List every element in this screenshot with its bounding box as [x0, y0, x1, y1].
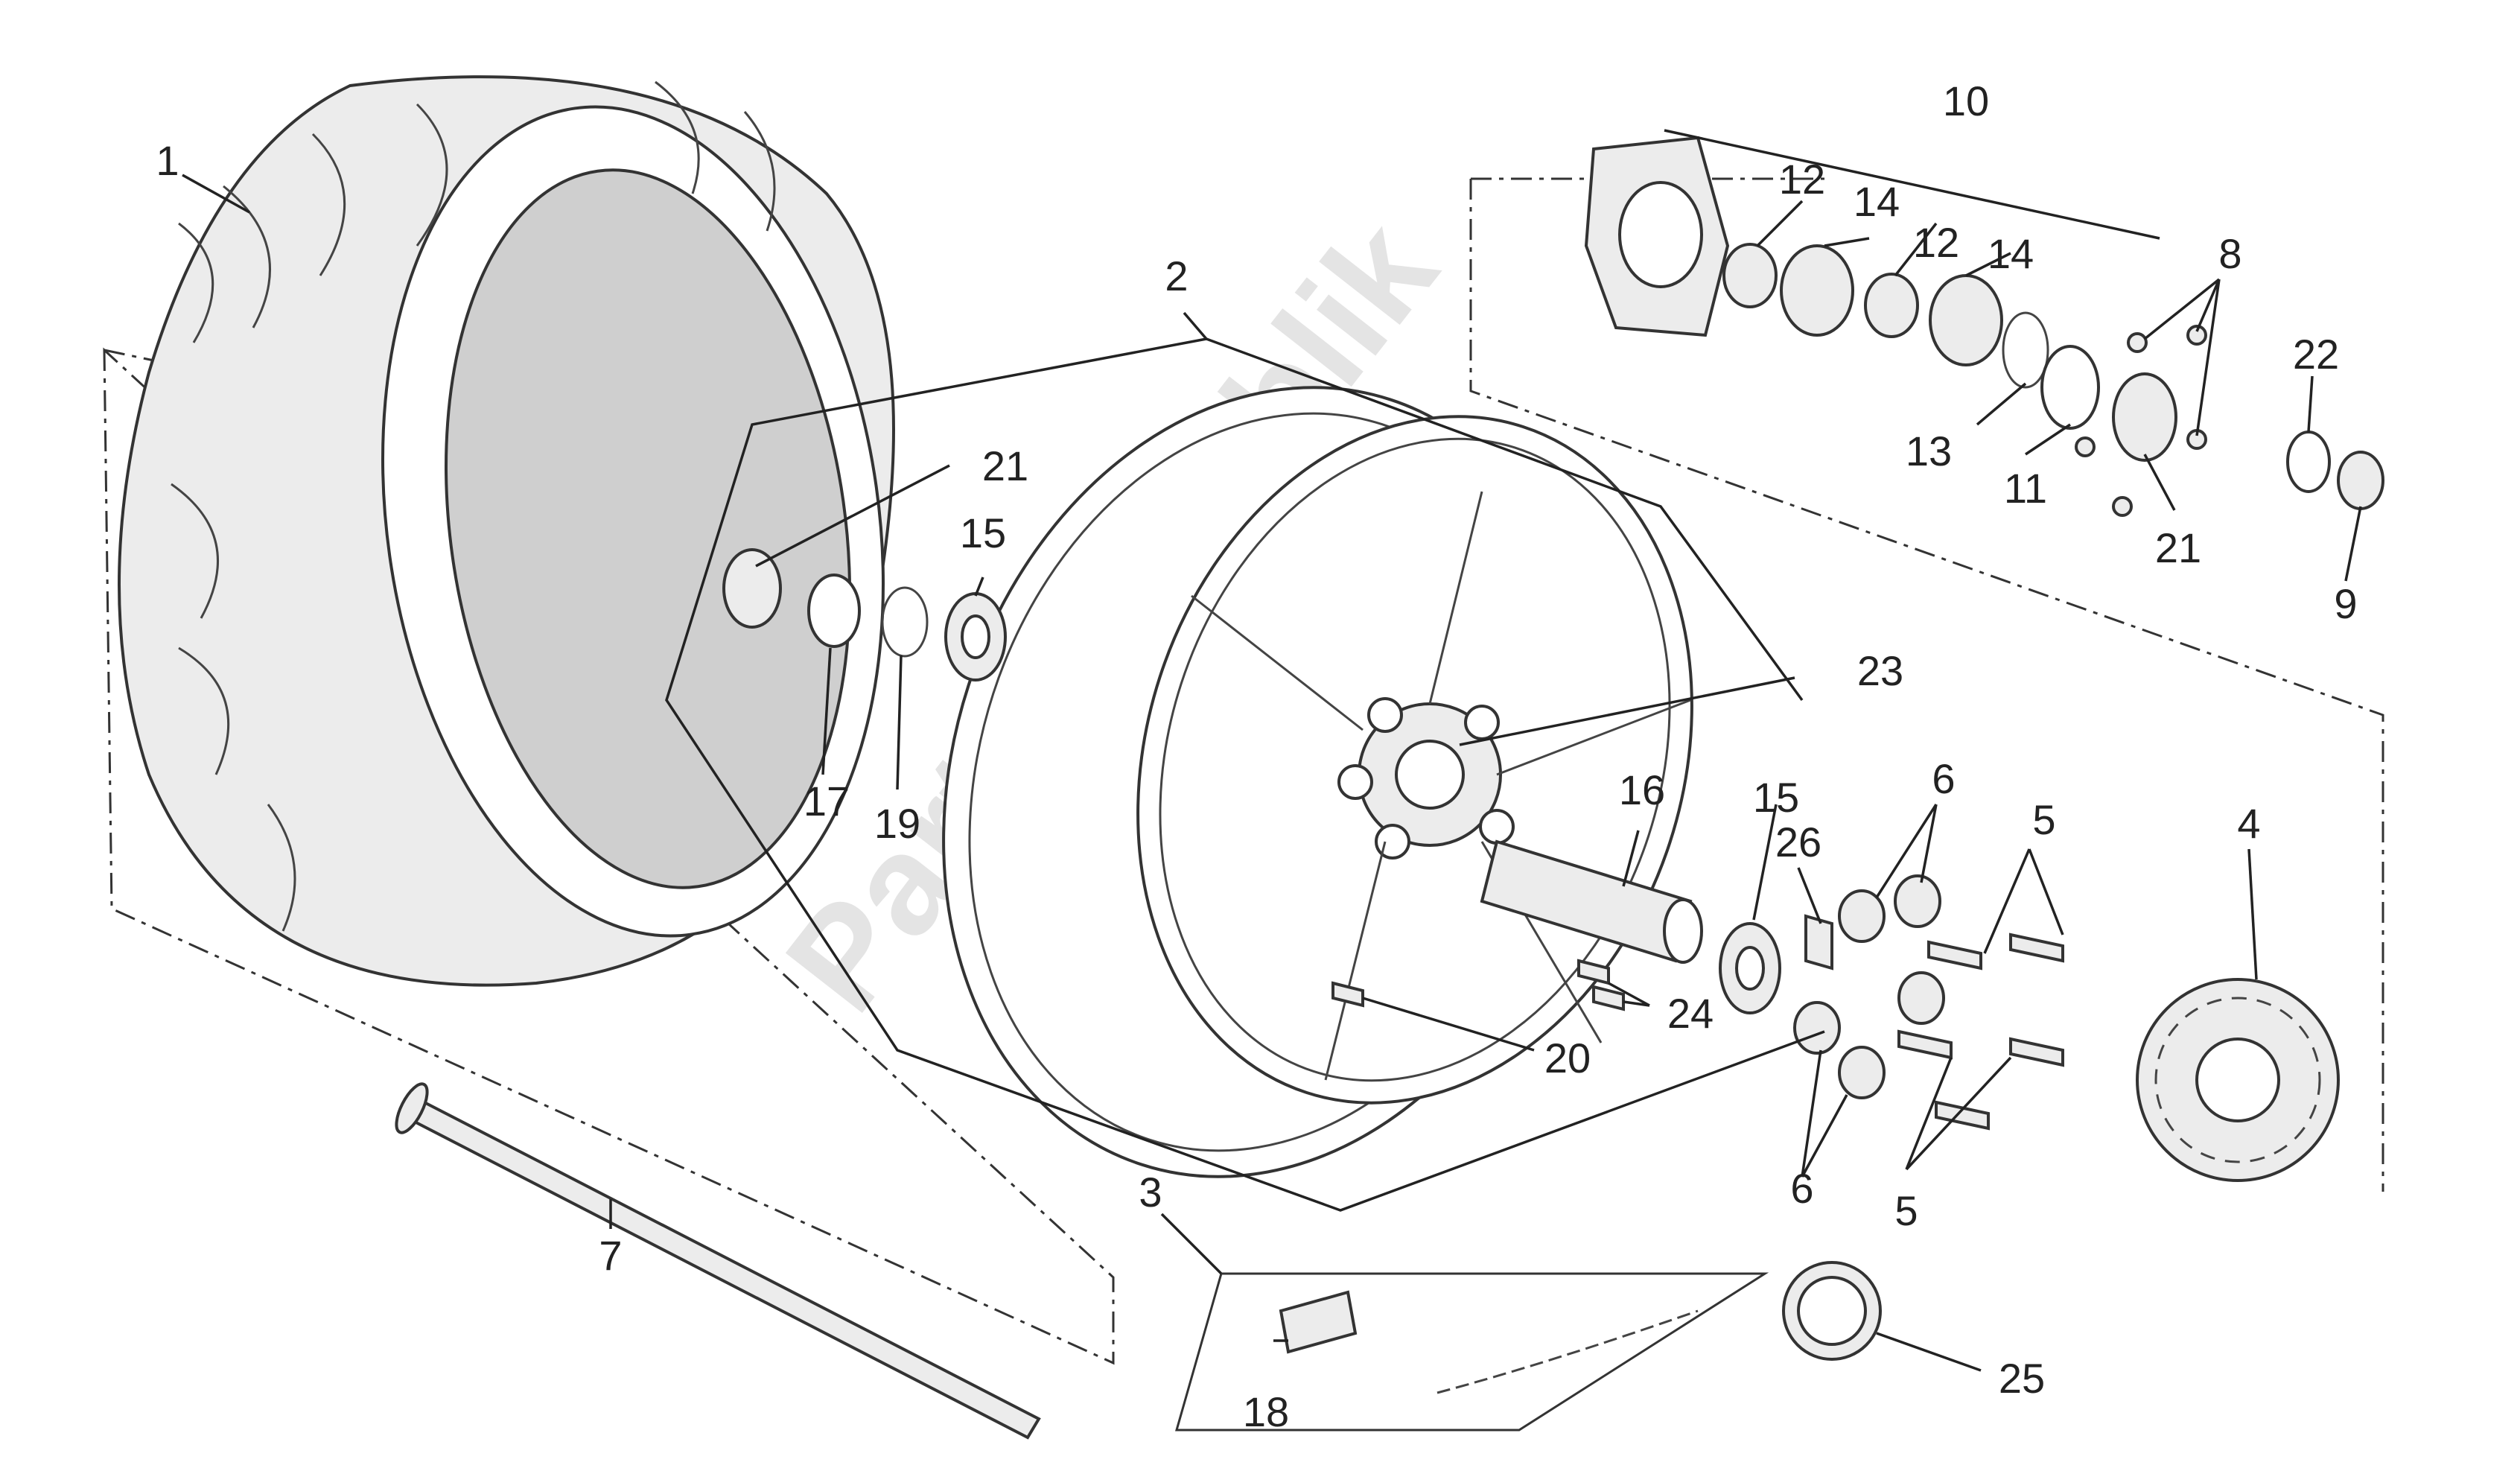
callout-20: 20 — [1544, 1035, 1591, 1081]
rear-sprocket — [2136, 978, 2340, 1182]
callout-2: 2 — [1165, 252, 1188, 299]
callout-labels: 1 2 3 4 5 5 6 6 7 8 9 10 11 12 12 13 14 … — [156, 77, 2357, 1435]
callout-23: 23 — [1857, 647, 1903, 694]
callout-11: 11 — [2004, 465, 2047, 512]
callout-8: 8 — [2218, 230, 2241, 277]
sprocket-carrier-parts — [1584, 136, 2384, 517]
callout-6-upper: 6 — [1932, 755, 1955, 802]
callout-12-left: 12 — [1779, 156, 1825, 203]
callout-6-lower: 6 — [1790, 1165, 1813, 1212]
callout-5-upper: 5 — [2032, 796, 2055, 843]
tire — [118, 75, 895, 987]
callout-24: 24 — [1667, 990, 1714, 1037]
callout-14-right: 14 — [1988, 230, 2034, 277]
callout-3: 3 — [1139, 1169, 1162, 1216]
callout-1: 1 — [156, 137, 179, 184]
callout-10: 10 — [1943, 77, 1989, 124]
callout-16: 16 — [1619, 766, 1665, 813]
leader-lines — [182, 129, 2362, 1372]
callout-15-left: 15 — [960, 509, 1006, 556]
callout-13: 13 — [1906, 428, 1952, 474]
callout-18: 18 — [1243, 1388, 1289, 1435]
callout-21-right: 21 — [2155, 524, 2201, 571]
callout-4: 4 — [2237, 800, 2260, 847]
callout-19: 19 — [874, 800, 920, 847]
callout-21-left: 21 — [982, 442, 1028, 489]
axle — [395, 1082, 1041, 1440]
callout-26: 26 — [1775, 819, 1821, 865]
callout-14-left: 14 — [1854, 178, 1900, 225]
callout-9: 9 — [2334, 580, 2357, 627]
callout-7: 7 — [599, 1232, 622, 1279]
callout-25: 25 — [1999, 1355, 2045, 1402]
wheel-rim — [942, 386, 1693, 1178]
callout-5-lower: 5 — [1894, 1187, 1918, 1234]
left-bearing-parts — [722, 548, 1007, 682]
callout-22: 22 — [2293, 331, 2339, 378]
small-fasteners — [1331, 959, 1625, 1011]
cush-drive-parts — [1719, 874, 2064, 1131]
callout-12-right: 12 — [1913, 219, 1959, 266]
chain-parts — [1175, 1261, 1882, 1432]
callout-17: 17 — [804, 778, 850, 825]
callout-15-right: 15 — [1753, 774, 1799, 821]
spacer-tube — [1480, 839, 1703, 964]
